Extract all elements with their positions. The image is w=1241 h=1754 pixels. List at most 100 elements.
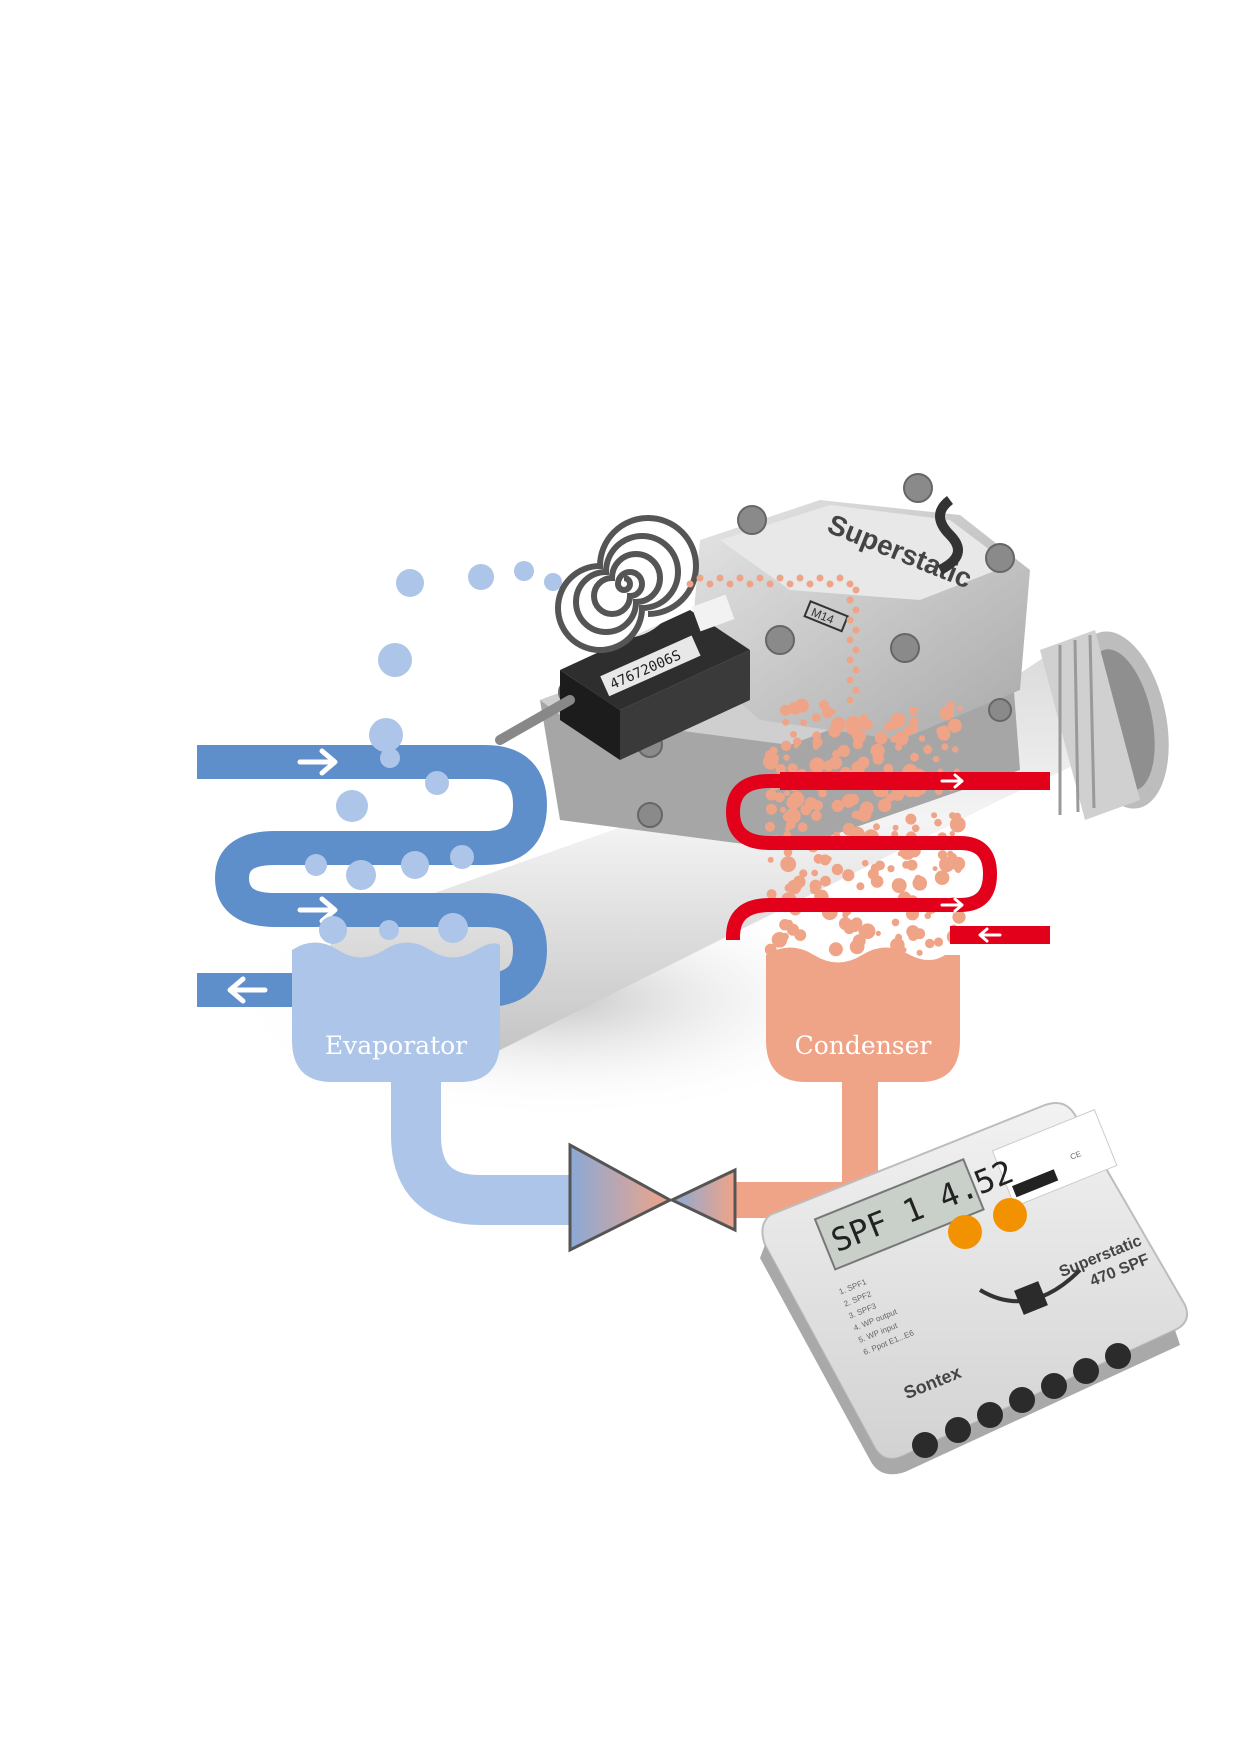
vapour-bubble	[782, 718, 790, 726]
condenser-arrow-bottom	[940, 897, 964, 913]
vapour-bubble	[780, 856, 797, 873]
vapour-dot	[846, 616, 854, 624]
vapour-dot	[806, 580, 814, 588]
vapour-bubble	[957, 705, 963, 712]
vapour-bubble	[775, 764, 786, 775]
vapour-bubble	[771, 754, 779, 763]
vapour-bubble	[873, 823, 880, 831]
expansion-valve	[568, 1142, 737, 1253]
vapour-bubble	[852, 934, 866, 948]
vapour-bubble	[897, 851, 904, 857]
vapour-dot	[686, 580, 694, 588]
sensor-cable	[495, 695, 575, 745]
vapour-bubble	[809, 799, 816, 806]
left-push-button[interactable]	[948, 1215, 982, 1249]
vapour-bubble	[932, 755, 940, 763]
vapour-bubble	[823, 760, 835, 772]
lcd-display	[813, 1158, 985, 1271]
vapour-dot	[826, 580, 834, 588]
vapour-bubble	[852, 738, 864, 750]
vapour-bubble	[902, 860, 911, 869]
vapour-dot	[846, 696, 854, 704]
vapour-bubble	[842, 869, 855, 882]
vapour-bubble	[767, 856, 774, 863]
vapour-bubble	[845, 716, 862, 732]
vapour-dot	[776, 574, 784, 582]
vapour-dot	[836, 574, 844, 582]
vapour-bubble	[830, 709, 836, 715]
vapour-bubble	[797, 822, 808, 832]
vapour-bubble	[939, 706, 955, 721]
vapour-bubble	[811, 869, 819, 877]
vapour-bubble	[874, 731, 888, 745]
vapour-bubble	[947, 718, 962, 733]
vapour-bubble	[954, 866, 962, 873]
vapour-dot	[846, 656, 854, 664]
evaporator-bubbles	[305, 561, 562, 944]
vapour-bubble	[941, 743, 949, 751]
vapour-bubble	[906, 925, 920, 939]
vapour-bubble	[916, 949, 923, 956]
vapour-bubble	[933, 937, 944, 947]
threaded-connector	[1040, 630, 1169, 820]
vapour-bubble	[891, 918, 900, 927]
vapour-bubble	[765, 821, 775, 832]
vapour-line	[686, 574, 860, 704]
vapour-bubble	[812, 737, 823, 748]
right-push-button[interactable]	[993, 1198, 1027, 1232]
evaporator-coil	[197, 745, 548, 1007]
vapour-bubble	[788, 701, 803, 715]
heat-meter-case	[761, 1102, 1188, 1460]
vapour-dot	[756, 574, 764, 582]
vapour-dot	[716, 574, 724, 582]
vapour-bubble	[934, 870, 950, 885]
vapour-bubble	[787, 763, 798, 774]
vapour-bubble	[854, 810, 864, 820]
vapour-bubble	[774, 792, 785, 803]
vapour-bubble	[860, 801, 874, 816]
vapour-bubble	[905, 813, 917, 825]
evaporator-to-valve-pipe	[391, 1010, 570, 1225]
vapour-bubble	[781, 932, 789, 941]
flow-meter-logo-s	[935, 496, 963, 575]
coil-arrow-middle	[297, 896, 338, 924]
vapour-bubble	[939, 856, 955, 873]
vapour-bubble	[924, 912, 932, 920]
vapour-bubble	[918, 735, 926, 742]
vapour-bubble	[837, 744, 851, 758]
evaporator-label: Evaporator	[325, 1031, 467, 1060]
vapour-dot	[706, 580, 714, 588]
condenser-coil	[725, 774, 1050, 940]
vapour-dot	[726, 580, 734, 588]
vapour-bubble	[895, 933, 903, 941]
vapour-bubble	[780, 704, 791, 716]
vapour-dot	[852, 626, 860, 634]
vapour-bubble	[765, 789, 777, 801]
vapour-bubble	[790, 730, 797, 738]
vapour-bubble	[909, 717, 919, 727]
vapour-dot	[852, 686, 860, 694]
vapour-bubble	[923, 745, 933, 754]
vapour-bubble	[781, 740, 792, 751]
vapour-dot	[796, 574, 804, 582]
vapour-bubble	[892, 824, 899, 831]
vapour-bubble	[766, 889, 777, 900]
vapour-bubble	[819, 854, 831, 866]
compressor-spiral-icon	[555, 515, 699, 653]
vapour-dot	[786, 580, 794, 588]
vapour-bubble	[934, 818, 942, 827]
vapour-bubble	[794, 929, 807, 941]
cable-glands	[912, 1343, 1131, 1458]
vapour-bubble	[891, 878, 907, 894]
heat-meter: CE SPF 1 4.52 Superstatic 470 SPF 1. SPF…	[760, 1102, 1188, 1475]
sensor-module: 47672006S	[495, 594, 750, 760]
vapour-dot	[846, 580, 854, 588]
vapour-bubble	[841, 794, 856, 808]
vapour-dot	[846, 636, 854, 644]
coil-inlet-arrow-top	[297, 748, 338, 776]
vapour-bubble	[931, 812, 938, 819]
vapour-bubble	[883, 721, 894, 732]
condenser-arrow-top	[940, 773, 964, 789]
vapour-bubble	[858, 718, 865, 725]
vapour-bubble	[875, 930, 881, 937]
